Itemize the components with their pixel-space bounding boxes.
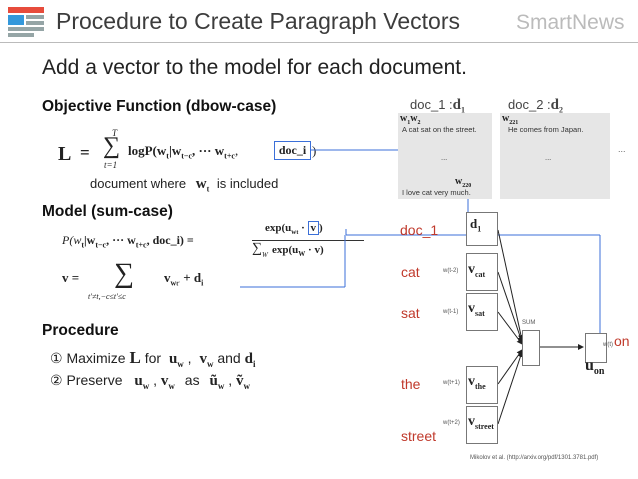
- doc-i-highlight: doc_i: [274, 141, 311, 160]
- doc2-box: [500, 113, 610, 199]
- net-word-cat: cat: [401, 264, 420, 280]
- input-label-t-2: w(t-2): [443, 268, 459, 274]
- procedure-heading: Procedure: [42, 322, 119, 339]
- vector-label-sat: vsat: [468, 301, 485, 318]
- input-label-t+1: w(t+1): [443, 380, 460, 386]
- sum-top: T: [112, 128, 118, 138]
- objective-heading: Objective Function (dbow-case): [42, 98, 277, 115]
- page-title: Procedure to Create Paragraph Vectors: [56, 8, 461, 34]
- doc1-ellipsis: ...: [441, 153, 448, 162]
- sum-label: SUM: [522, 320, 536, 326]
- procedure-step-1: ① Maximize L for uw , vw and di: [50, 348, 256, 369]
- objective-note: document where wt is included: [90, 176, 279, 194]
- doc1-sentence-1: A cat sat on the street.: [402, 125, 477, 134]
- vector-box-the: [466, 366, 498, 404]
- slide-subtitle: Add a vector to the model for each docum…: [42, 56, 467, 79]
- objective-log-term: logP(wt|wt−c, ··· wt+c,: [128, 143, 239, 161]
- doc1-box: [398, 113, 492, 199]
- vector-box-street: [466, 406, 498, 444]
- v-equation-lhs: v =: [62, 270, 80, 285]
- model-heading: Model (sum-case): [42, 203, 173, 220]
- brand-logo: SmartNews: [516, 11, 625, 34]
- doc1-label: doc_1 :d1: [410, 97, 465, 115]
- doc1-sentence-2: I love cat very much.: [402, 188, 471, 197]
- v-equation-rhs: vwt′ + di: [164, 270, 204, 288]
- input-label-t+2: w(t+2): [443, 420, 460, 426]
- sum-box: [522, 330, 540, 366]
- net-word-on: on: [614, 333, 630, 349]
- doc2-ellipsis: ...: [545, 153, 552, 162]
- den-sum-symbol: ∑: [252, 241, 262, 256]
- sum-bottom: t=1: [104, 160, 118, 170]
- procedure-step-2: ② Preserve uw , vw as ũw , ṽw: [50, 372, 250, 391]
- vector-label-cat: vcat: [468, 262, 486, 279]
- vector-box-cat: [466, 253, 498, 291]
- vector-label-the: vthe: [468, 374, 486, 391]
- vector-label-d1: d1: [470, 216, 482, 234]
- net-word-street: street: [401, 428, 437, 444]
- model-numerator: exp(uwt · v): [265, 221, 323, 237]
- vector-box-sat: [466, 293, 498, 331]
- model-probability: P(wt|wt−c, ··· wt+c, doc_i) =: [62, 233, 194, 250]
- header-divider: [0, 42, 638, 43]
- net-word-the: the: [401, 376, 421, 392]
- doc1-w1w2: w1w2: [400, 113, 421, 126]
- citation: Mikolov et al. (http://arxiv.org/pdf/130…: [470, 455, 599, 461]
- doc2-label: doc_2 :d2: [508, 97, 563, 115]
- doc1-w220: w220: [455, 176, 472, 189]
- net-word-doc1: doc_1: [400, 222, 439, 238]
- vector-label-street: vstreet: [468, 414, 494, 431]
- doc2-sentence-1: He comes from Japan.: [508, 125, 584, 134]
- fraction-bar: [252, 240, 364, 241]
- input-label-t-1: w(t-1): [443, 309, 459, 315]
- more-docs-ellipsis: ...: [618, 144, 626, 154]
- objective-equals: =: [80, 143, 90, 162]
- v-sum-symbol: ∑: [114, 258, 134, 289]
- doc2-w221: w221: [502, 113, 519, 126]
- den-sum-sub: W: [262, 251, 268, 259]
- output-input-label: w(t): [603, 342, 613, 348]
- model-denominator: exp(uW · v): [272, 244, 324, 259]
- objective-L: L: [58, 143, 72, 165]
- output-vector-label: uon: [585, 357, 605, 378]
- sum-symbol: ∑: [103, 133, 121, 159]
- newspaper-icon: [8, 7, 44, 37]
- net-word-sat: sat: [401, 305, 420, 321]
- v-sum-sub: t′≠t,−c≤t′≤c: [88, 292, 126, 301]
- output-box: [585, 333, 607, 363]
- vector-box-d1: [466, 212, 498, 246]
